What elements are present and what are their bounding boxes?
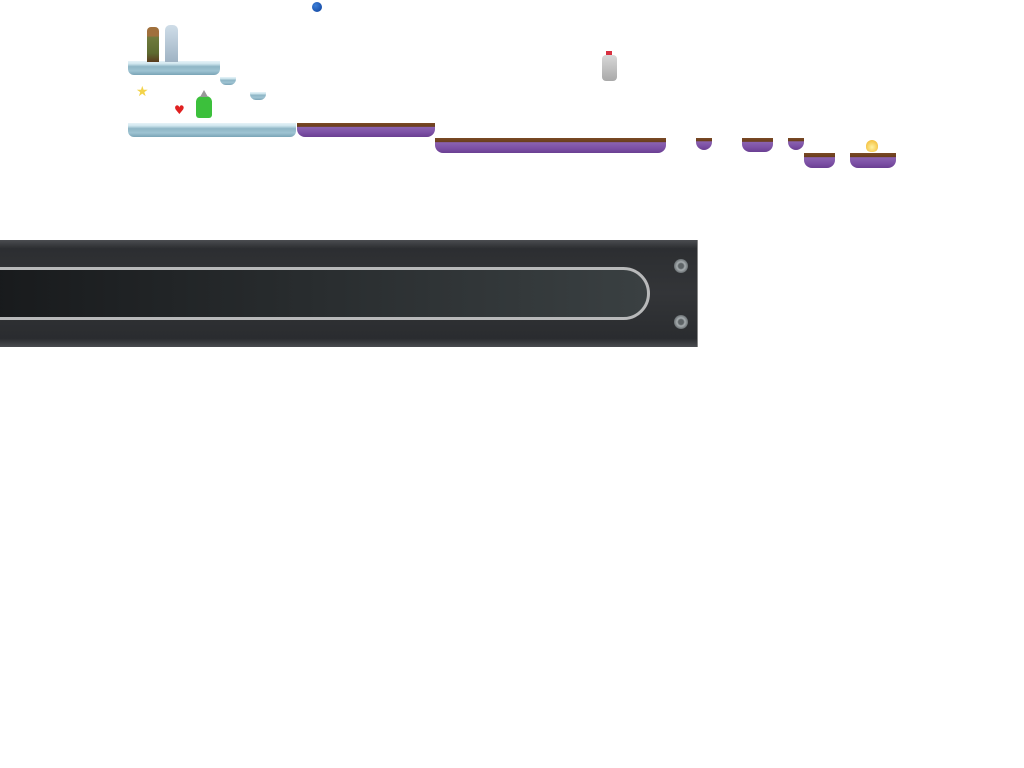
blue-orb-icon [312, 2, 322, 12]
green-slime-enemy-sprite [196, 96, 212, 118]
knight-enemy-sprite [602, 55, 617, 81]
slime-helmet-icon [200, 90, 208, 97]
dirt-platform-small [804, 153, 835, 168]
dirt-platform-small [788, 138, 804, 150]
archer-player-sprite [147, 27, 159, 62]
dirt-platform-small [696, 138, 712, 150]
heart-icon: ♥ [174, 103, 185, 117]
ice-platform-small [220, 77, 236, 85]
ice-platform-upper [128, 61, 220, 75]
flame-icon [866, 140, 878, 152]
dirt-platform-long [435, 138, 666, 153]
skeleton-enemy-sprite [165, 25, 178, 62]
dirt-platform [297, 123, 435, 137]
screw-icon [674, 315, 688, 329]
ice-platform-lower [128, 123, 296, 137]
dirt-platform-small [850, 153, 896, 168]
dirt-platform-small [742, 138, 773, 152]
knight-plume-icon [606, 51, 612, 55]
screw-icon [674, 259, 688, 273]
ice-platform-small [250, 92, 266, 100]
hud-message-bar [0, 267, 650, 320]
star-icon: ★ [136, 84, 149, 100]
